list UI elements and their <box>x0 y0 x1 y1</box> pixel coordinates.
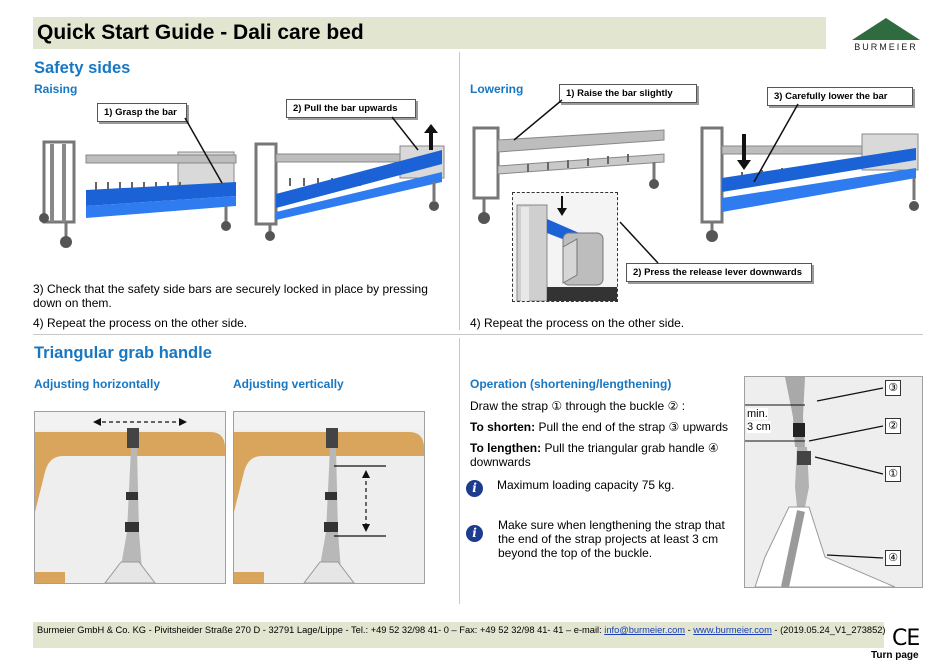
operation-to-shorten: To shorten: Pull the end of the strap ③ … <box>470 420 728 434</box>
draw-strap-text: Draw the strap <box>470 399 549 413</box>
colon-text: : <box>681 399 686 413</box>
adjusting-vertically-heading: Adjusting vertically <box>233 377 344 391</box>
min-value: 3 cm <box>747 421 771 433</box>
marker-1-icon: ① <box>885 466 901 482</box>
lowering-heading: Lowering <box>470 82 524 96</box>
photo-adjust-vertically <box>233 411 425 584</box>
marker-leader-lines <box>808 387 884 559</box>
raising-heading: Raising <box>34 82 78 96</box>
to-shorten-label: To shorten: <box>470 420 536 434</box>
callout-pull-bar-upwards: 2) Pull the bar upwards <box>286 99 416 118</box>
section-divider <box>33 334 923 335</box>
email-link[interactable]: info@burmeier.com <box>604 625 686 635</box>
raising-step-4: 4) Repeat the process on the other side. <box>33 316 248 330</box>
callout-grasp-bar: 1) Grasp the bar <box>97 103 187 122</box>
callout-raise-bar-slightly: 1) Raise the bar slightly <box>559 84 697 103</box>
to-shorten-tail: upwards <box>682 420 729 434</box>
bed-illustration-raising-2 <box>250 120 450 245</box>
info-icon: i <box>466 480 483 497</box>
lowering-step-4: 4) Repeat the process on the other side. <box>470 316 685 330</box>
info-icon: i <box>466 525 483 542</box>
marker-2-icon: ② <box>885 418 901 434</box>
operation-draw-strap: Draw the strap ① through the buckle ② : <box>470 399 685 413</box>
callout-carefully-lower-bar: 3) Carefully lower the bar <box>767 87 913 106</box>
through-buckle-text: through the buckle <box>565 399 665 413</box>
to-lengthen-label: To lengthen: <box>470 441 542 455</box>
number-3-icon: ③ <box>668 420 680 434</box>
photo-adjust-horizontally <box>34 411 226 584</box>
brand-name: BURMEIER <box>854 42 918 52</box>
arrow-up-icon <box>424 124 438 150</box>
callout-leader-lines-lowering <box>513 99 799 264</box>
number-4-icon: ④ <box>707 441 719 455</box>
arrow-down-small-icon <box>557 196 567 216</box>
info-max-load: Maximum loading capacity 75 kg. <box>497 478 675 492</box>
operation-heading: Operation (shortening/lengthening) <box>470 377 672 391</box>
photo-strap-buckle: min. 3 cm ③ ② ① ④ <box>744 376 923 588</box>
website-link[interactable]: www.burmeier.com <box>693 625 772 635</box>
turn-page-link[interactable]: Turn page <box>871 650 919 661</box>
to-lengthen-tail: downwards <box>470 455 531 469</box>
raising-step-3: 3) Check that the safety side bars are s… <box>33 282 428 310</box>
to-shorten-text: Pull the end of the strap <box>538 420 666 434</box>
safety-sides-heading: Safety sides <box>34 59 131 77</box>
footer-bar <box>33 622 884 648</box>
footer-company: Burmeier GmbH & Co. KG - Pivitsheider St… <box>37 625 605 635</box>
logo-roof-icon <box>852 18 920 40</box>
column-divider-bottom <box>459 338 460 604</box>
to-lengthen-text: Pull the triangular grab handle <box>544 441 705 455</box>
title-bar <box>33 17 826 49</box>
page-title: Quick Start Guide - Dali care bed <box>37 21 364 44</box>
info-strap-projection: Make sure when lengthening the strap tha… <box>498 518 725 560</box>
callout-leader-lines-raising <box>184 116 419 184</box>
footer-sep: - <box>685 625 694 635</box>
bed-illustration-lowering-1 <box>468 118 668 230</box>
number-2-icon: ② <box>667 399 679 413</box>
arrow-down-large-icon <box>737 134 751 170</box>
marker-4-icon: ④ <box>885 550 901 566</box>
ce-mark-icon: CE <box>892 626 920 651</box>
footer-contact: Burmeier GmbH & Co. KG - Pivitsheider St… <box>37 625 886 635</box>
bed-illustration-lowering-2 <box>692 120 924 246</box>
operation-to-lengthen: To lengthen: Pull the triangular grab ha… <box>470 441 735 469</box>
footer-version: - (2019.05.24_V1_273852) <box>771 625 886 635</box>
callout-press-release-lever: 2) Press the release lever downwards <box>626 263 812 282</box>
column-divider-top <box>459 52 460 330</box>
adjusting-horizontally-heading: Adjusting horizontally <box>34 377 160 391</box>
bed-illustration-raising-1 <box>36 134 242 250</box>
number-1-icon: ① <box>551 399 563 413</box>
burmeier-logo: BURMEIER <box>848 16 924 54</box>
min-label: min. <box>747 408 768 420</box>
marker-3-icon: ③ <box>885 380 901 396</box>
grab-handle-heading: Triangular grab handle <box>34 344 212 362</box>
